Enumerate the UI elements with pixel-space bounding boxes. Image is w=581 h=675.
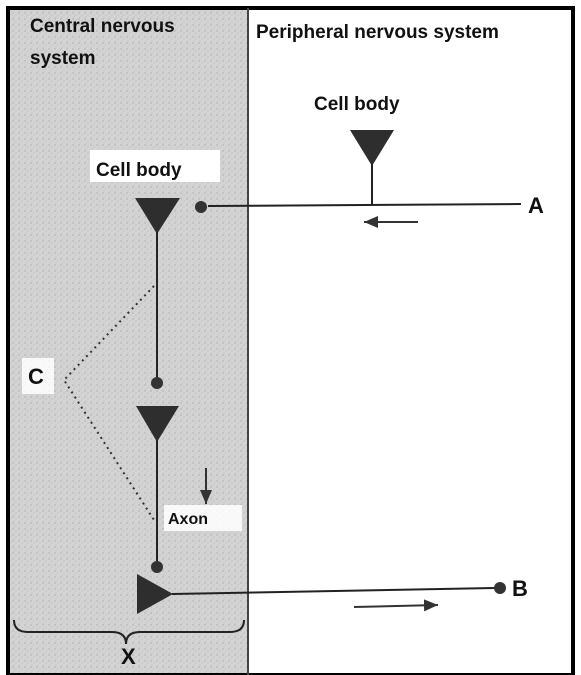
- cns-header-line2: system: [30, 48, 96, 69]
- label-x: X: [121, 644, 136, 669]
- pns-region: [248, 8, 573, 675]
- axon-label: Axon: [168, 511, 208, 528]
- label-b: B: [512, 576, 528, 601]
- cns-region-grain: [8, 8, 248, 675]
- interneuron-terminal-2: [151, 561, 163, 573]
- cns-header-line1: Central nervous: [30, 16, 175, 37]
- pns-cell-body-label: Cell body: [314, 94, 400, 115]
- sensory-terminal: [195, 201, 207, 213]
- pns-header: Peripheral nervous system: [256, 22, 499, 43]
- motor-terminal: [494, 582, 506, 594]
- label-a: A: [528, 193, 544, 218]
- interneuron-terminal-1: [151, 377, 163, 389]
- cns-cell-body-label: Cell body: [96, 160, 182, 181]
- label-c: C: [28, 364, 44, 389]
